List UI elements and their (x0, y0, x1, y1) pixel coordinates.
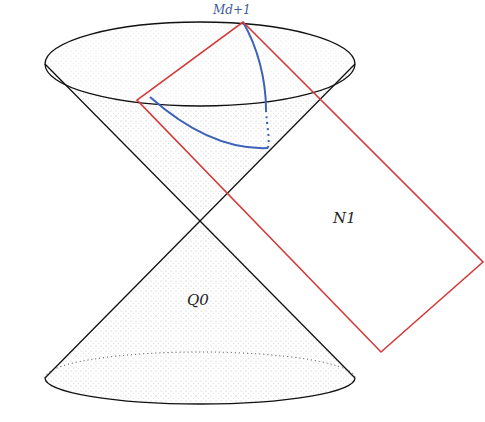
math-label: N1 (333, 209, 356, 227)
math-label: Q0 (187, 291, 209, 309)
math-label: Md+1 (213, 3, 251, 17)
